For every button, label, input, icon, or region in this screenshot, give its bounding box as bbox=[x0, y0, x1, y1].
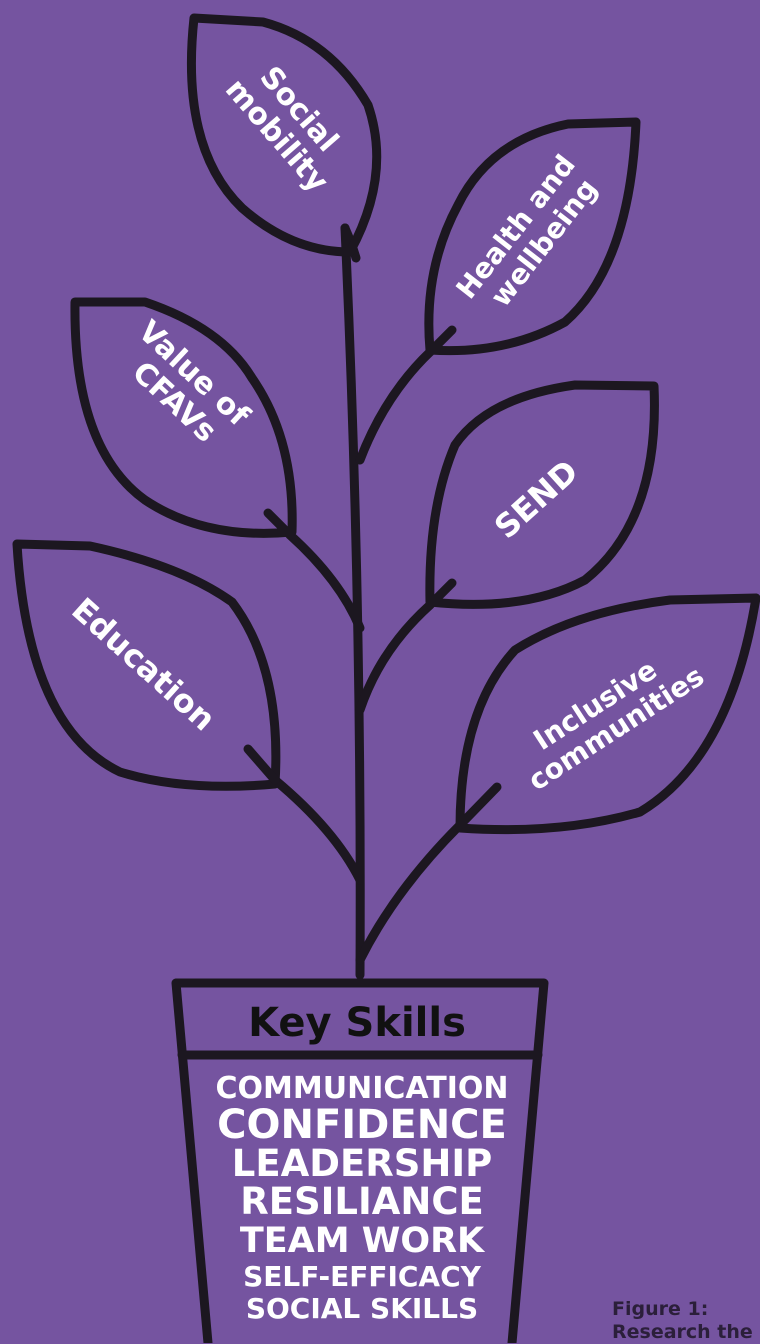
skill-item: SELF-EFFICACY bbox=[243, 1260, 482, 1293]
leaf-notch-send bbox=[425, 578, 457, 610]
main-stem bbox=[340, 223, 365, 980]
branch-education bbox=[270, 775, 365, 885]
branch-health-wellbeing bbox=[355, 347, 435, 465]
figure-caption: Figure 1: Research the bbox=[612, 1298, 753, 1344]
pot-outline bbox=[171, 978, 549, 1343]
caption-line-2: Research the bbox=[612, 1321, 753, 1343]
leaf-notch-education bbox=[243, 744, 280, 785]
skill-item: SOCIAL SKILLS bbox=[246, 1292, 478, 1325]
leaf-notch-inclusive bbox=[455, 782, 502, 830]
leaf-notch-value bbox=[263, 508, 295, 540]
skill-item: TEAM WORK bbox=[240, 1221, 486, 1261]
leaf-label-value-cfavs: Value of CFAVs bbox=[108, 314, 264, 466]
leaf-social-mobility bbox=[186, 13, 382, 257]
leaf-notch-health bbox=[425, 325, 457, 357]
skill-item: LEADERSHIP bbox=[232, 1142, 492, 1185]
leaf-label-inclusive-communities: Inclusive communities bbox=[505, 633, 710, 797]
leaf-inclusive-communities bbox=[455, 593, 760, 835]
pot-title: Key Skills bbox=[248, 1000, 466, 1046]
branch-inclusive bbox=[355, 820, 465, 965]
branch-send bbox=[355, 600, 435, 715]
skill-item: RESILIANCE bbox=[240, 1180, 484, 1223]
skill-item: CONFIDENCE bbox=[217, 1102, 507, 1148]
skill-item: COMMUNICATION bbox=[216, 1071, 509, 1106]
branch-value-cfavs bbox=[285, 530, 365, 633]
caption-line-1: Figure 1: bbox=[612, 1298, 709, 1320]
leaf-label-education: Education bbox=[64, 590, 223, 738]
leaf-label-send: SEND bbox=[487, 452, 585, 546]
